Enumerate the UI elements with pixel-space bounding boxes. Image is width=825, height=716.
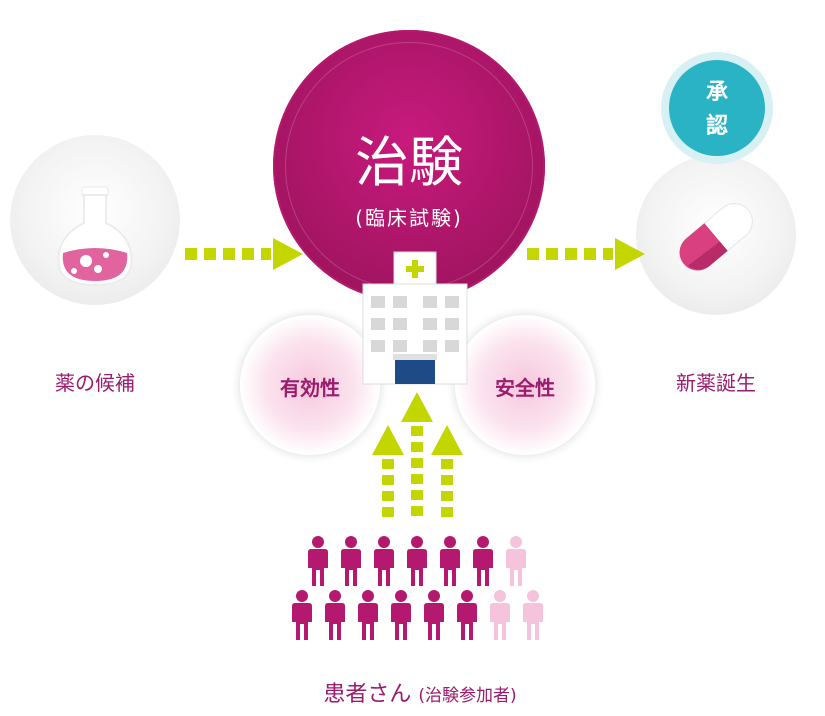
person-icon: [440, 536, 460, 586]
person-icon: [358, 590, 378, 640]
arrow-up-center: [401, 392, 433, 516]
capsule-icon: [679, 203, 753, 271]
safety-circle: 安全性: [455, 315, 595, 455]
approval-char-1: 承: [705, 80, 728, 105]
person-icon: [424, 590, 444, 640]
person-icon: [490, 590, 510, 640]
approval-badge: 承 認: [669, 60, 765, 156]
efficacy-label: 有効性: [280, 376, 340, 400]
new-drug-label: 新薬誕生: [676, 371, 756, 395]
person-icon: [391, 590, 411, 640]
trial-subtitle: (臨床試験): [355, 206, 463, 230]
drug-candidate-circle: [10, 135, 180, 305]
efficacy-circle: 有効性: [240, 315, 380, 455]
approval-char-2: 認: [705, 114, 728, 139]
arrow-up-left: [372, 425, 404, 517]
person-icon: [473, 536, 493, 586]
flask-icon: [57, 186, 133, 287]
arrow-up-right: [431, 425, 463, 517]
trial-title: 治験: [355, 131, 463, 194]
safety-label: 安全性: [495, 376, 555, 400]
arrow-to-trial: [185, 238, 303, 270]
person-icon: [374, 536, 394, 586]
person-icon: [341, 536, 361, 586]
drug-candidate-label: 薬の候補: [55, 371, 135, 395]
patients-label-sub: (治験参加者): [418, 686, 517, 706]
person-icon: [523, 590, 543, 640]
new-drug-circle: [636, 155, 796, 315]
person-icon: [506, 536, 526, 586]
person-icon: [407, 536, 427, 586]
patients-label: 患者さん (治験参加者): [230, 676, 610, 708]
patients-group: [292, 536, 543, 640]
person-icon: [325, 590, 345, 640]
hospital-icon: [362, 251, 468, 385]
patients-label-main: 患者さん: [323, 682, 412, 707]
person-icon: [308, 536, 328, 586]
arrow-to-new-drug: [527, 238, 645, 270]
person-icon: [292, 590, 312, 640]
person-icon: [457, 590, 477, 640]
